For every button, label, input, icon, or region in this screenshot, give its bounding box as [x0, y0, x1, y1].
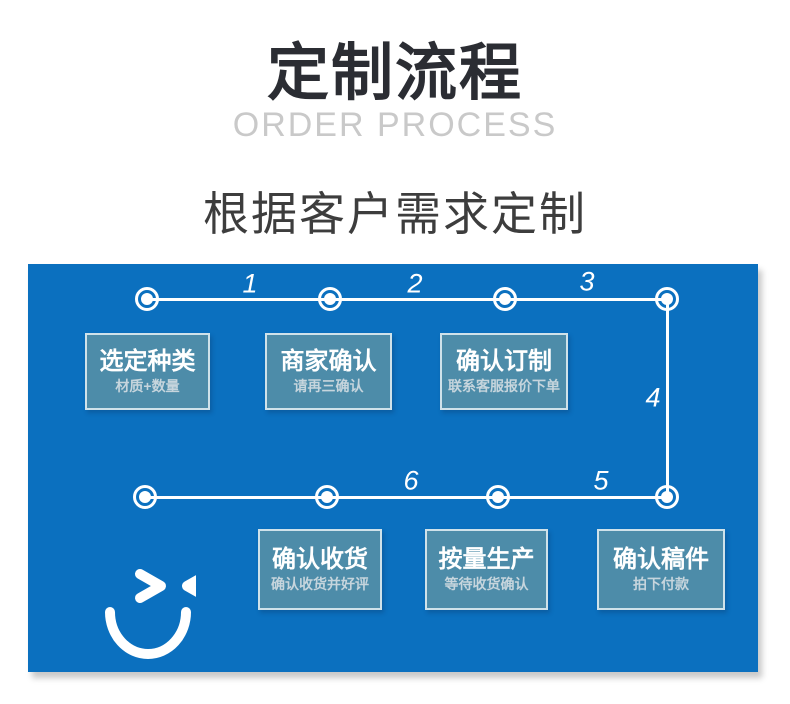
node-circle	[493, 287, 517, 311]
connector-line-top	[147, 298, 667, 301]
step-box-subtitle: 确认收货并好评	[271, 576, 369, 592]
smiley-mouth	[105, 607, 191, 659]
smiley-right-eye	[182, 575, 196, 597]
step-box-title: 确认订制	[456, 348, 552, 375]
node-dot	[492, 491, 504, 503]
step-box-title: 选定种类	[99, 348, 196, 375]
step-number-2: 2	[407, 268, 423, 299]
node-circle	[135, 287, 159, 311]
step-box-title: 确认稿件	[613, 546, 709, 573]
step-box-title: 商家确认	[280, 348, 377, 375]
node-circle	[655, 287, 679, 311]
step-number-3: 3	[579, 266, 595, 297]
step-box-title: 确认收货	[272, 546, 368, 573]
step-box-select-type: 选定种类 材质+数量	[85, 333, 210, 410]
flow-panel: 1 2 3 4 5 6 选定种类 材质+数量 商家确认 请再三确认 确认订制 联…	[28, 264, 758, 672]
smiley-left-eye	[135, 569, 166, 603]
step-box-confirm-receipt: 确认收货 确认收货并好评	[258, 529, 382, 610]
step-number-6: 6	[403, 465, 419, 496]
node-dot	[661, 491, 673, 503]
node-dot	[661, 293, 673, 305]
node-circle	[318, 287, 342, 311]
step-box-merchant-confirm: 商家确认 请再三确认	[265, 333, 392, 410]
node-dot	[139, 491, 151, 503]
node-circle	[486, 485, 510, 509]
page-subtitle-en: ORDER PROCESS	[232, 106, 558, 144]
node-dot	[324, 293, 336, 305]
step-box-subtitle: 等待收货确认	[444, 576, 529, 592]
page-tagline: 根据客户需求定制	[203, 188, 587, 240]
wink-smiley-icon	[105, 569, 196, 659]
connector-line-right	[666, 299, 669, 497]
page-title: 定制流程	[266, 39, 523, 108]
step-box-confirm-order: 确认订制 联系客服报价下单	[440, 333, 568, 410]
connector-line-bottom	[145, 496, 667, 499]
node-dot	[141, 293, 153, 305]
node-circle	[655, 485, 679, 509]
step-box-confirm-draft: 确认稿件 拍下付款	[597, 529, 725, 610]
step-number-1: 1	[242, 268, 258, 299]
step-box-subtitle: 材质+数量	[115, 378, 180, 394]
step-box-subtitle: 联系客服报价下单	[448, 378, 560, 394]
step-box-produce-on-demand: 按量生产 等待收货确认	[425, 529, 548, 610]
node-circle	[133, 485, 157, 509]
step-box-subtitle: 请再三确认	[293, 378, 364, 394]
step-number-4: 4	[645, 382, 661, 413]
step-box-subtitle: 拍下付款	[633, 576, 689, 592]
step-number-5: 5	[593, 465, 609, 496]
node-dot	[321, 491, 333, 503]
node-circle	[315, 485, 339, 509]
step-box-title: 按量生产	[438, 546, 535, 573]
node-dot	[499, 293, 511, 305]
